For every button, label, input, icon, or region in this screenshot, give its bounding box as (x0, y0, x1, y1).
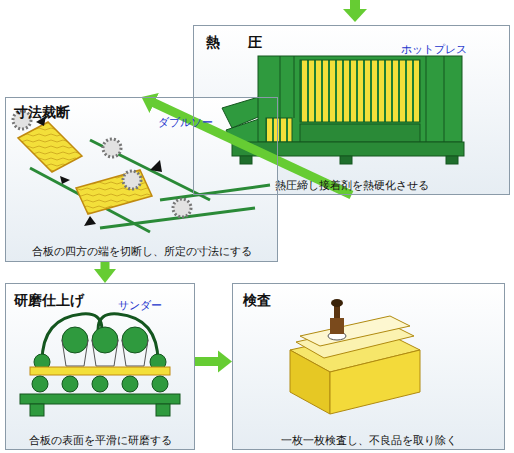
text-holder: ダブルソー (158, 111, 213, 130)
step-caption: 一枚一枚検査し、不良品を取り除く (281, 433, 457, 448)
text-holder: 合板の表面を平滑に研磨する (6, 429, 194, 448)
inspection-board (290, 299, 420, 414)
flow-arrow (195, 357, 224, 366)
text-holder: 寸法裁断 (14, 102, 70, 122)
step-title: 熱 圧 (206, 34, 262, 52)
text-holder: 熱 圧 (206, 32, 262, 52)
panel-ground (232, 283, 505, 450)
panel-ground (5, 283, 195, 450)
machine-name: ホットプレス (401, 42, 467, 57)
step-title: 研磨仕上げ (14, 292, 84, 310)
inspection-step-box: 検査一枚一枚検査し、不良品を取り除く (232, 283, 505, 450)
text-holder: 熱圧締し接着剤を熱硬化させる (194, 174, 509, 193)
step-caption: 熱圧締し接着剤を熱硬化させる (275, 178, 429, 193)
panel-ground (5, 97, 278, 262)
sander (20, 314, 180, 416)
text-holder: 検査 (243, 290, 271, 310)
step-caption: 合板の四方の端を切断し、所定の寸法にする (32, 244, 252, 259)
text-holder: 合板の四方の端を切断し、所定の寸法にする (6, 240, 277, 259)
machine-name: ダブルソー (158, 115, 213, 130)
incoming-arrow (343, 0, 367, 22)
step-caption: 合板の表面を平滑に研磨する (29, 433, 172, 448)
press-step-box: 熱 圧 ホットプレス熱圧締し接着剤を熱硬化させる (193, 25, 510, 195)
text-holder: 研磨仕上げ (14, 290, 84, 310)
cutting-step-box: 寸法裁断ダブルソー合板の四方の端を切断し、所定の寸法にする (5, 97, 278, 262)
machine-name: サンダー (118, 298, 162, 313)
sanding-step-box: 研磨仕上げ サンダー合板の表面を平滑に研磨する (5, 283, 195, 450)
step-title: 検査 (243, 292, 271, 310)
text-holder: 一枚一枚検査し、不良品を取り除く (233, 429, 504, 448)
double-saw (13, 111, 270, 232)
text-holder: ホットプレス (401, 38, 467, 57)
flow-arrow (101, 262, 110, 275)
step-title: 寸法裁断 (14, 104, 70, 122)
text-holder: サンダー (118, 294, 162, 313)
